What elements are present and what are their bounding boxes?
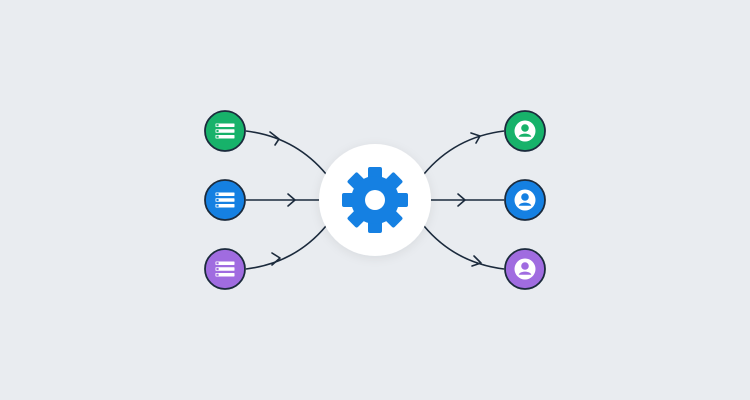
connector-input-1 [245,130,327,175]
hub-node [319,144,431,256]
list-icon [215,192,235,208]
output-node-3 [504,248,546,290]
arrowheads [269,131,482,267]
arrowhead-input-2 [287,193,296,207]
output-node-1 [504,110,546,152]
arrowhead-output-1 [470,132,481,144]
connectors [245,130,505,270]
connector-output-3 [423,225,505,270]
connector-input-3 [245,225,327,270]
connector-output-1 [423,130,505,175]
arrowhead-input-3 [271,252,281,266]
user-icon [514,120,536,142]
arrowhead-output-3 [471,255,482,267]
user-icon [514,189,536,211]
gear-icon [342,167,408,233]
input-node-1 [204,110,246,152]
user-icon [514,258,536,280]
arrowhead-input-1 [269,131,280,146]
list-icon [215,261,235,277]
input-node-2 [204,179,246,221]
input-node-3 [204,248,246,290]
output-node-2 [504,179,546,221]
list-icon [215,123,235,139]
arrowhead-output-2 [457,193,466,207]
